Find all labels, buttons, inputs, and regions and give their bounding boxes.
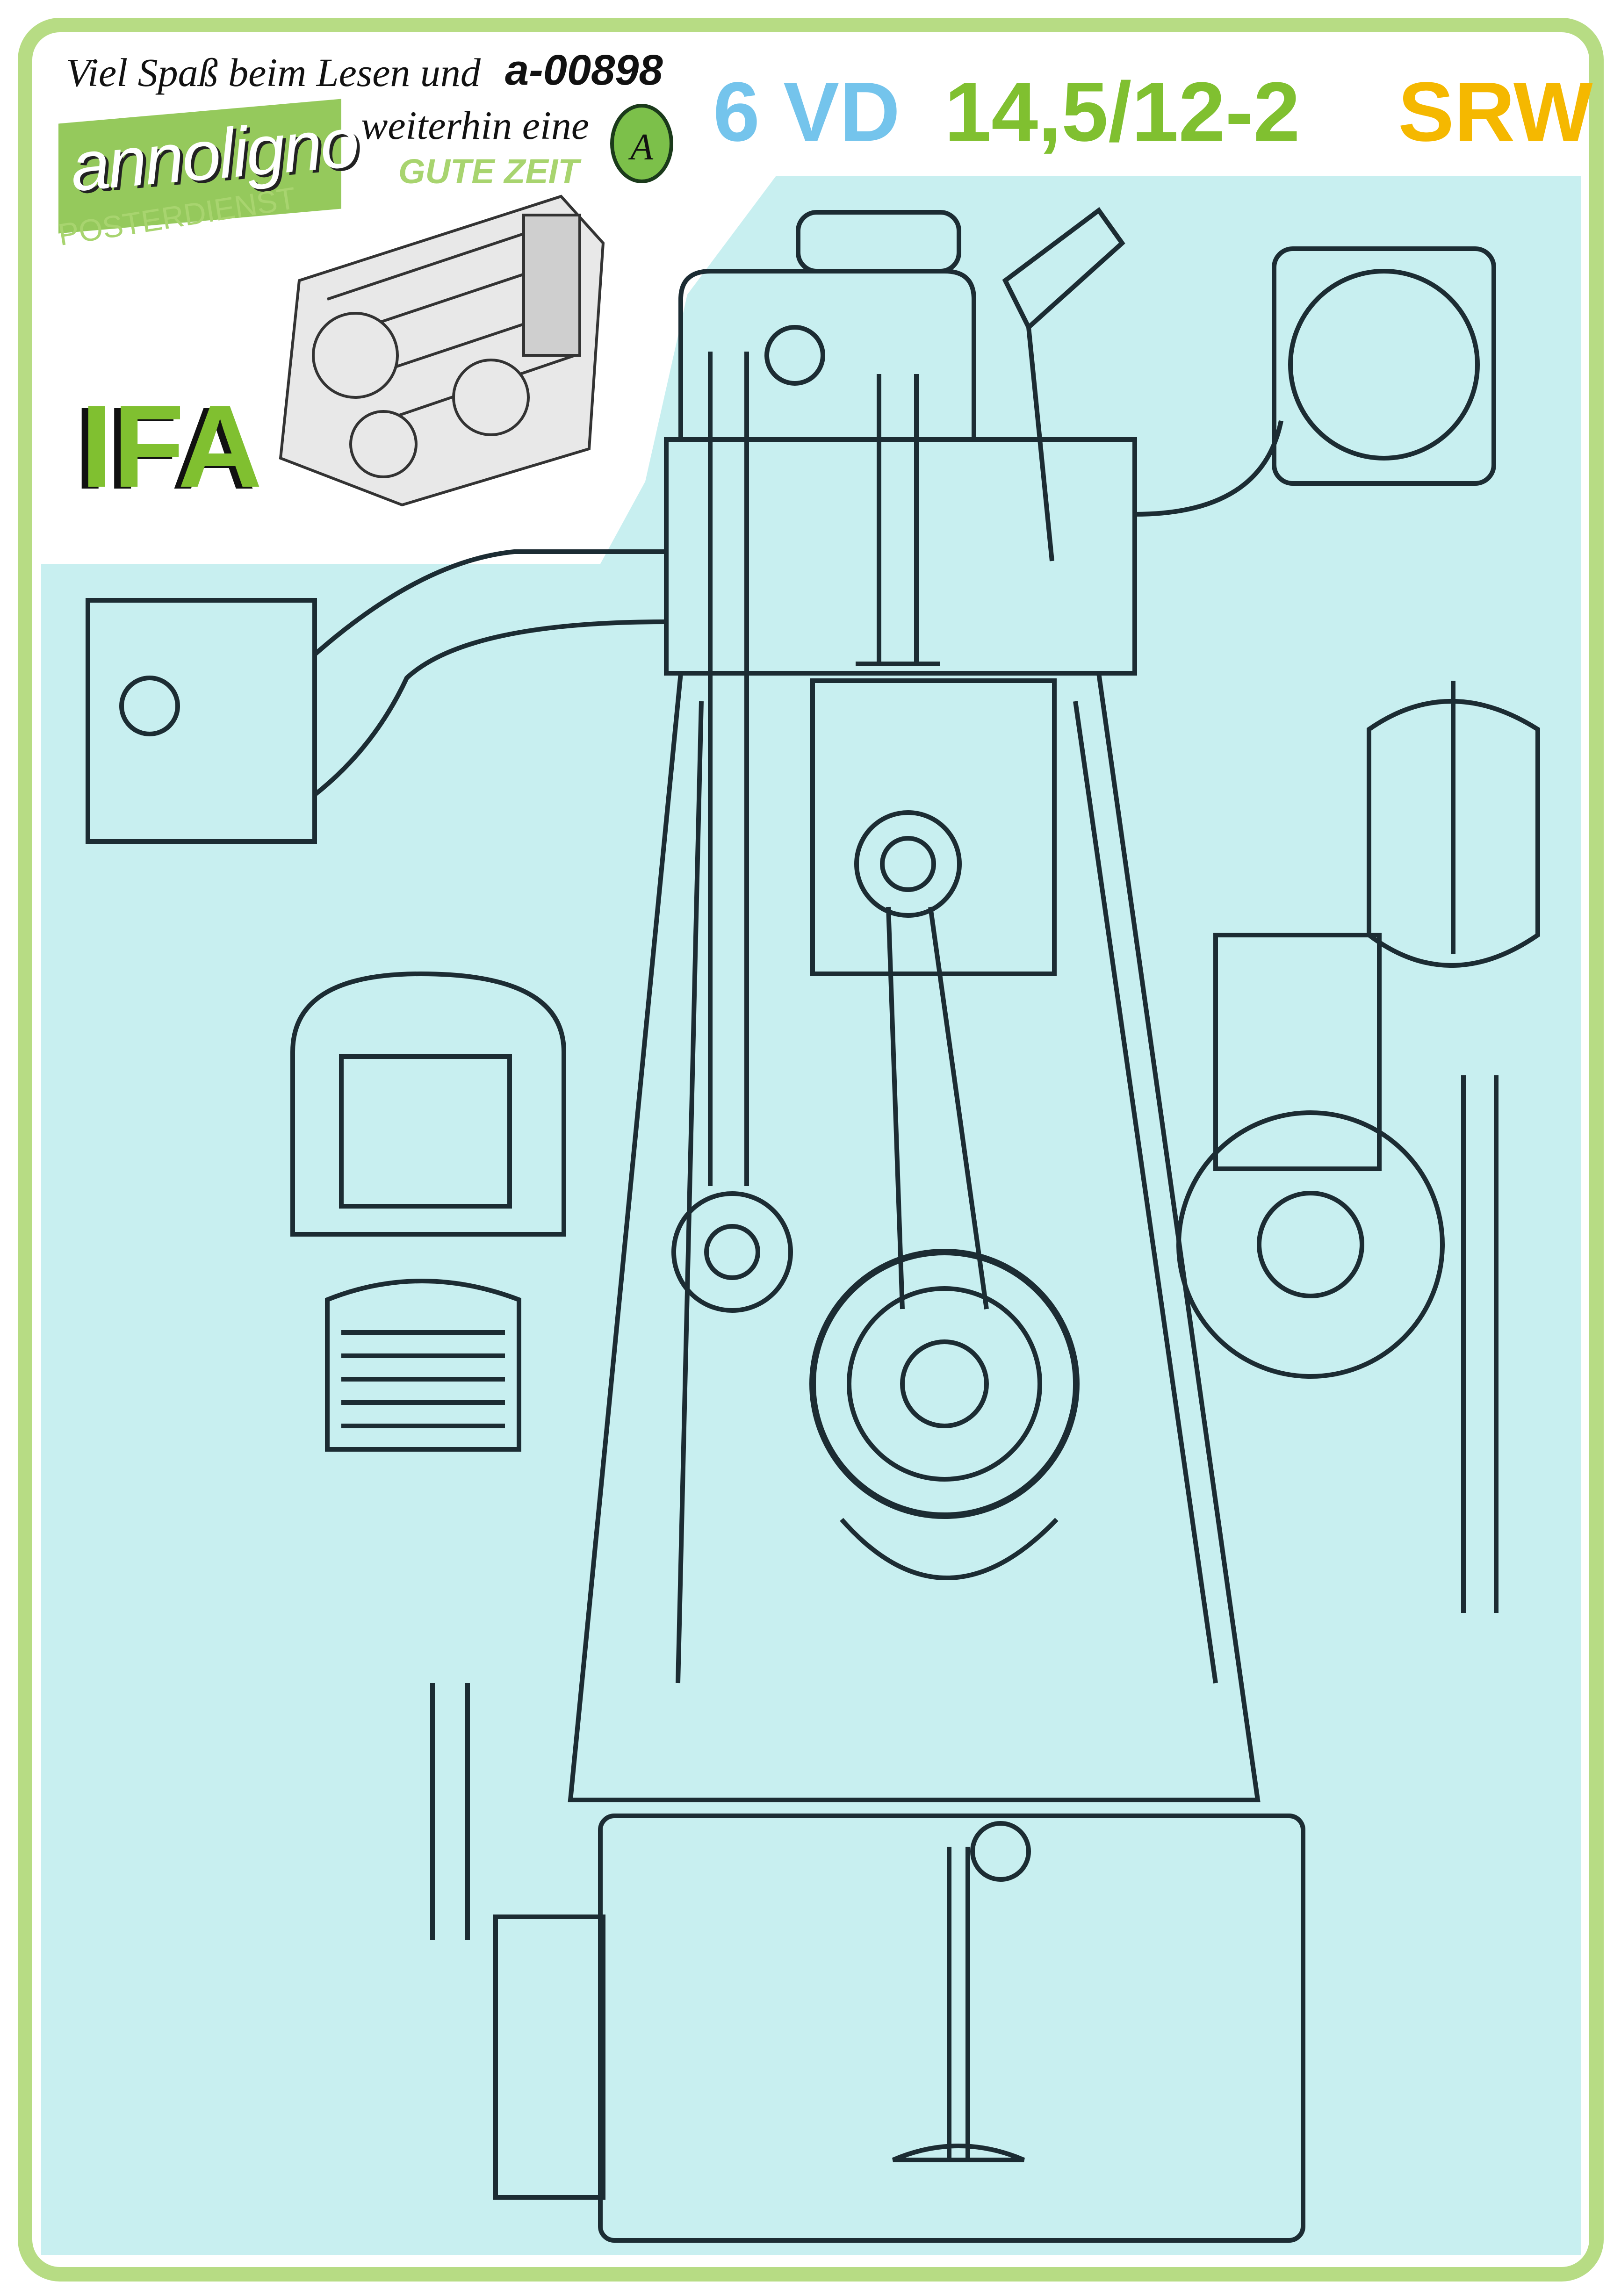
oil-pan: [598, 1814, 1305, 2243]
item-code: a-00898: [505, 46, 663, 94]
greeting-line-3: GUTE ZEIT: [398, 152, 579, 191]
exhaust-box: [1134, 246, 1496, 517]
pipes: [430, 1356, 1499, 2200]
crankshaft: [809, 1249, 1080, 1580]
injector: [1002, 207, 1125, 561]
lime-badge-icon: A: [610, 104, 673, 183]
greeting-line-1: Viel Spaß beim Lesen und: [66, 50, 481, 95]
connecting-rod: [886, 907, 989, 1310]
oil-filter-left: [290, 971, 566, 1452]
badge-letter: A: [630, 127, 653, 168]
piston: [810, 678, 1057, 976]
intake-manifold: [86, 549, 667, 844]
model-dimensions: 14,5/12-2: [944, 65, 1300, 159]
model-type: 6 VD: [713, 65, 901, 159]
fuel-filter-right: [1367, 681, 1540, 968]
injection-pump: [1176, 933, 1499, 1403]
manufacturer-logo: IFA: [80, 381, 262, 511]
crankcase: [568, 671, 1261, 1802]
camshaft-pushrod: [671, 352, 793, 1313]
greeting-line-2: weiterhin eine: [361, 103, 590, 148]
model-variant: SRW: [1398, 65, 1593, 159]
